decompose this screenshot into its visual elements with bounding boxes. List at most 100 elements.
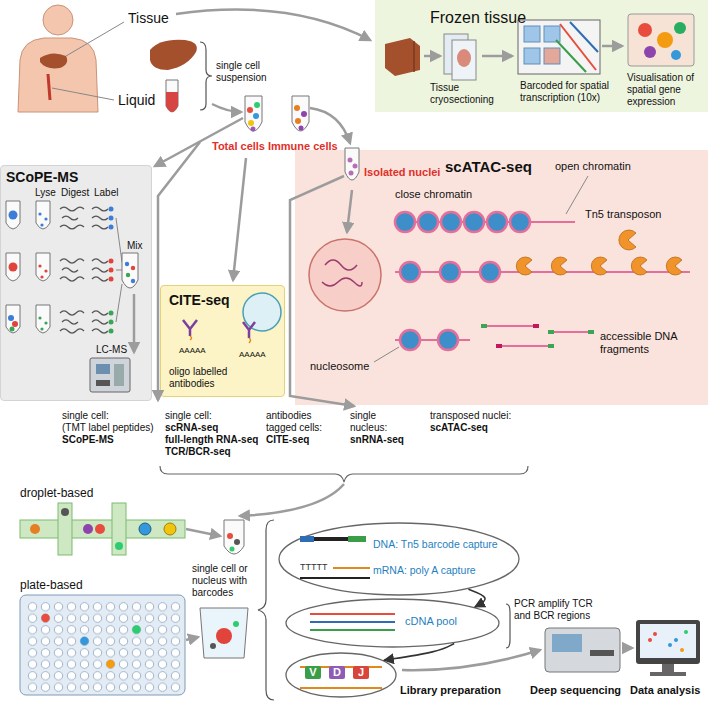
scatac-illustration xyxy=(566,176,588,214)
scope-ms-illustration xyxy=(109,268,114,273)
flow-arrow xyxy=(212,104,241,112)
scope-ms-illustration xyxy=(60,259,84,281)
liquid-tube xyxy=(166,80,178,112)
source-label: Liquid xyxy=(118,92,155,109)
scatac-illustration xyxy=(395,271,690,273)
frozen-tissue-illustration xyxy=(657,32,673,48)
droplet-chip xyxy=(20,520,185,538)
oval-outline xyxy=(278,522,520,596)
frozen-tissue-panel: Frozen tissueTissue cryosectioningBarcod… xyxy=(375,0,708,112)
scope-ms-illustration xyxy=(109,277,114,282)
droplet-chip xyxy=(30,524,40,534)
text-holder: SCoPE-MS xyxy=(6,169,78,186)
library-bracket xyxy=(258,520,510,700)
output-label: single cell: xyxy=(165,410,212,422)
text-holder: Deep sequencing xyxy=(530,684,621,697)
flow-arrow xyxy=(622,647,632,650)
sequence-label: AAAAA xyxy=(239,350,266,360)
output-label: transposed nuclei: xyxy=(430,410,511,422)
droplet-chip xyxy=(95,524,105,534)
method-name: scATAC-seq xyxy=(430,422,488,434)
node-text: Lyse xyxy=(35,187,56,199)
scope-ms-illustration xyxy=(109,216,114,221)
cell-tube xyxy=(345,148,359,180)
scope-ms-illustration xyxy=(9,211,18,220)
scatac-illustration xyxy=(548,344,554,348)
flow-arrow xyxy=(310,108,350,143)
scatac-illustration xyxy=(619,230,636,250)
text-holder: cDNA pool xyxy=(405,615,457,628)
node-text: nucleosome xyxy=(310,360,369,373)
node-text: open chromatin xyxy=(555,160,631,173)
text-holder: AAAAA xyxy=(239,350,266,360)
node-text: DNA: Tn5 barcode capture xyxy=(373,538,498,551)
bracket-label: single cell suspension xyxy=(216,60,282,84)
scatac-illustration xyxy=(441,212,461,232)
text-holder: DNA: Tn5 barcode capture xyxy=(373,538,498,551)
method-name: full-length RNA-seq xyxy=(165,434,258,446)
cell-tube xyxy=(348,158,353,163)
scope-ms-illustration xyxy=(40,223,43,226)
scatac-illustration xyxy=(485,325,535,327)
text-holder: single cell: xyxy=(62,410,109,422)
sequence-label: TTTTT xyxy=(300,562,328,573)
computer-icon xyxy=(636,620,700,676)
scope-ms-illustration xyxy=(6,305,20,333)
curved-arrow xyxy=(384,643,454,660)
droplet-chip xyxy=(139,523,151,535)
scope-ms-illustration xyxy=(125,262,129,266)
scope-ms-illustration xyxy=(38,316,41,319)
scope-ms-illustration xyxy=(109,320,114,325)
scatac-illustration xyxy=(309,176,690,362)
flow-arrow xyxy=(290,176,354,406)
droplet-chip xyxy=(20,503,185,555)
scatac-illustration xyxy=(533,324,539,328)
text-holder: Lyse xyxy=(35,187,56,199)
scatac-illustration xyxy=(395,212,415,232)
node-text: oligo labelled antibodies xyxy=(169,366,254,390)
text-holder: close chromatin xyxy=(395,188,472,201)
scope-ms-illustration xyxy=(9,263,18,272)
text-holder: AAAAA xyxy=(179,346,206,356)
gene-segment: D xyxy=(329,666,345,679)
text-holder: droplet-based xyxy=(20,486,93,500)
text-holder: Total cells xyxy=(212,140,265,153)
library-bracket xyxy=(258,520,274,700)
frozen-tissue-illustration xyxy=(444,34,468,74)
node-text: Label xyxy=(94,187,118,199)
curved-arrow xyxy=(468,589,485,607)
output-bracket xyxy=(160,466,528,482)
panel-heading: Frozen tissue xyxy=(430,8,526,27)
computer-icon xyxy=(653,632,657,636)
step-label: Deep sequencing xyxy=(530,684,621,697)
beaker xyxy=(210,643,216,649)
node-text: LC-MS xyxy=(96,344,127,356)
scope-ms-illustration xyxy=(116,284,122,322)
capture-molecules xyxy=(300,577,370,579)
scope-ms-illustration xyxy=(60,207,84,229)
text-holder: CITE-seq xyxy=(266,434,309,446)
cite-seq-illustration xyxy=(249,338,251,343)
capture-molecules xyxy=(333,567,370,569)
scope-ms-illustration xyxy=(90,358,130,392)
scope-ms-illustration xyxy=(40,275,43,278)
scatac-illustration xyxy=(480,262,500,282)
capture-molecules xyxy=(300,687,382,689)
beaker xyxy=(216,628,232,644)
computer-icon xyxy=(680,648,684,652)
scope-ms-illustration xyxy=(116,270,122,271)
scope-ms-illustration xyxy=(6,201,138,392)
capture-molecules xyxy=(300,536,314,542)
text-holder: transposed nuclei: xyxy=(430,410,511,422)
scope-ms-illustration xyxy=(44,321,47,324)
gene-segment: J xyxy=(353,666,369,679)
well-plate xyxy=(80,637,88,645)
scatac-illustration xyxy=(510,212,530,232)
text-holder: antibodies tagged cells: xyxy=(266,410,336,434)
capture-molecules xyxy=(348,536,366,542)
computer-icon xyxy=(640,624,696,658)
cell-tube xyxy=(254,102,260,108)
scope-ms-illustration xyxy=(109,207,114,212)
text-holder: Immune cells xyxy=(268,140,338,153)
text-holder: snRNA-seq xyxy=(350,434,404,446)
